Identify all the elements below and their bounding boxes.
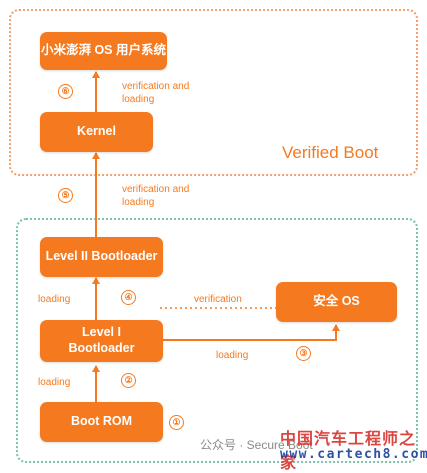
- secure-os-box: 安全 OS: [276, 282, 397, 322]
- watermark-url: www.cartech8.com: [280, 447, 427, 462]
- boot-rom-box: Boot ROM: [40, 402, 163, 442]
- watermark-title: 中国汽车工程师之家: [280, 429, 417, 472]
- label-verification: verification: [194, 294, 242, 305]
- label-level2-to-kernel: verification and loading: [122, 184, 190, 208]
- verified-boot-region: [9, 9, 418, 176]
- os-box: 小米澎湃 OS 用户系统: [40, 32, 167, 70]
- label-rom-to-level1: loading: [38, 377, 71, 388]
- label-level1-to-level2: loading: [38, 294, 71, 305]
- step-1-marker: ①: [169, 415, 184, 430]
- step-6-marker: ⑥: [58, 84, 73, 99]
- step-5-marker: ⑤: [58, 188, 73, 203]
- verified-boot-title: Verified Boot: [282, 143, 379, 162]
- arrow-level1-to-secure-os: [163, 324, 340, 341]
- step-2-marker: ②: [121, 373, 136, 388]
- label-level1-to-secure: loading: [216, 350, 249, 361]
- secure-boot-region: [16, 218, 418, 463]
- wechat-footer: 公众号 · Secure Boot: [200, 438, 313, 452]
- label-kernel-to-os: verification and loading: [122, 81, 190, 105]
- level2-bootloader-box: Level II Bootloader: [40, 237, 163, 277]
- level1-bootloader-box: Level I Bootloader: [40, 320, 163, 362]
- step-4-marker: ④: [121, 290, 136, 305]
- step-3-marker: ③: [296, 346, 311, 361]
- kernel-box: Kernel: [40, 112, 153, 152]
